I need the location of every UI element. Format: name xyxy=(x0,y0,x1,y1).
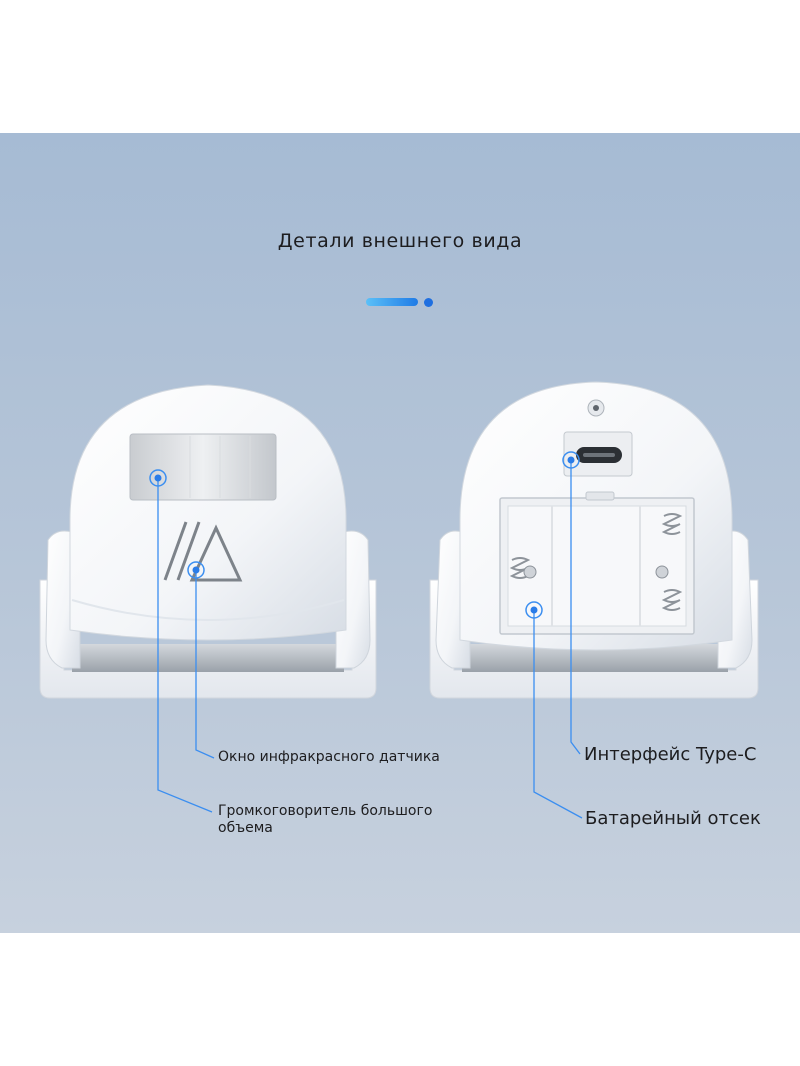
pir-lens xyxy=(129,433,277,501)
back-device xyxy=(429,381,759,699)
label-speaker: Громкоговоритель большого объема xyxy=(218,803,433,836)
label-type-c: Интерфейс Type-C xyxy=(584,744,757,765)
marker-type-c-icon xyxy=(562,451,580,469)
callout-markers xyxy=(149,451,580,619)
battery-springs xyxy=(509,513,683,611)
front-shell xyxy=(69,384,347,641)
title-underline-dot xyxy=(424,297,433,307)
front-base-slot xyxy=(72,644,344,672)
front-device xyxy=(39,384,377,699)
callout-lines xyxy=(157,460,583,819)
page-title: Детали внешнего вида xyxy=(277,230,523,252)
marker-speaker-icon xyxy=(149,469,167,487)
brand-logo xyxy=(163,521,243,582)
title-underline-bar xyxy=(366,298,418,306)
label-battery: Батарейный отсек xyxy=(585,808,761,829)
label-ir-window: Окно инфракрасного датчика xyxy=(218,749,440,765)
marker-battery-icon xyxy=(525,601,543,619)
marker-ir-window-icon xyxy=(187,561,205,579)
back-base xyxy=(429,579,759,699)
